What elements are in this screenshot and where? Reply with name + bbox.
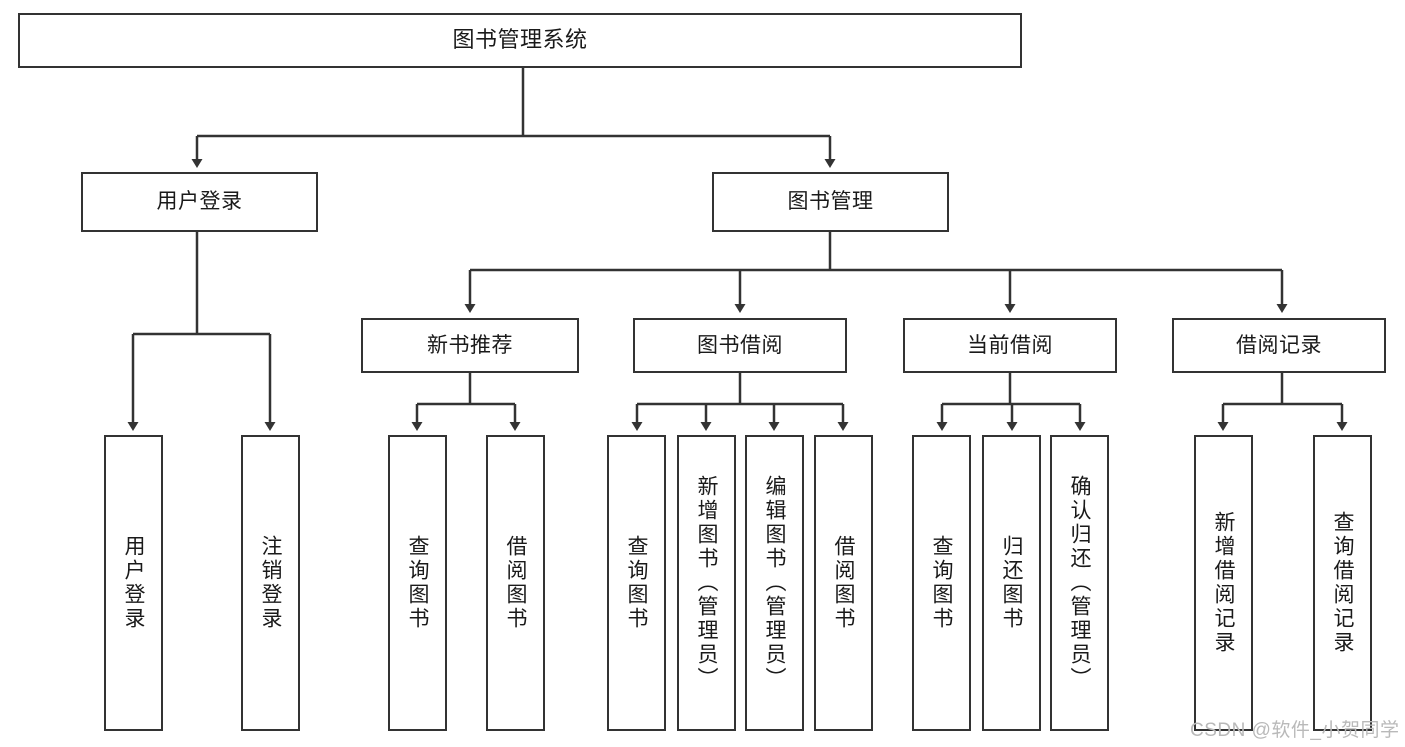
- leaf-confirm-return-admin[interactable]: 确认归还（管理员）: [1050, 435, 1109, 731]
- leaf-query-book-recommend[interactable]: 查询图书: [388, 435, 447, 731]
- node-label: 编辑图书（管理员）: [763, 475, 786, 691]
- node-label: 用户登录: [156, 190, 243, 214]
- node-book-borrow[interactable]: 图书借阅: [633, 318, 847, 373]
- node-label: 归还图书: [1000, 535, 1023, 631]
- leaf-borrow-book-recommend[interactable]: 借阅图书: [486, 435, 545, 731]
- node-label: 查询借阅记录: [1331, 511, 1354, 655]
- node-new-book-recommend[interactable]: 新书推荐: [361, 318, 579, 373]
- node-label: 图书借阅: [697, 333, 783, 357]
- node-label: 当前借阅: [967, 333, 1053, 357]
- node-borrow-records[interactable]: 借阅记录: [1172, 318, 1386, 373]
- node-label: 确认归还（管理员）: [1068, 475, 1091, 691]
- node-label: 用户登录: [122, 535, 145, 631]
- node-label: 图书管理: [787, 190, 874, 214]
- node-label: 借阅记录: [1236, 333, 1322, 357]
- node-label: 查询图书: [930, 535, 953, 631]
- node-book-management[interactable]: 图书管理: [712, 172, 949, 232]
- node-label: 新书推荐: [427, 333, 513, 357]
- node-label: 新增借阅记录: [1212, 511, 1235, 655]
- node-label: 借阅图书: [504, 535, 527, 631]
- node-label: 借阅图书: [832, 535, 855, 631]
- node-current-borrow[interactable]: 当前借阅: [903, 318, 1117, 373]
- node-label: 查询图书: [406, 535, 429, 631]
- leaf-borrow-book[interactable]: 借阅图书: [814, 435, 873, 731]
- leaf-query-book-borrow[interactable]: 查询图书: [607, 435, 666, 731]
- leaf-add-book-admin[interactable]: 新增图书（管理员）: [677, 435, 736, 731]
- watermark-credit: CSDN @软件_小贺同学: [1190, 720, 1400, 741]
- node-label: 新增图书（管理员）: [695, 475, 718, 691]
- leaf-add-borrow-record[interactable]: 新增借阅记录: [1194, 435, 1253, 731]
- leaf-user-login[interactable]: 用户登录: [104, 435, 163, 731]
- leaf-edit-book-admin[interactable]: 编辑图书（管理员）: [745, 435, 804, 731]
- node-label: 图书管理系统: [452, 27, 588, 53]
- leaf-return-book[interactable]: 归还图书: [982, 435, 1041, 731]
- node-root-system[interactable]: 图书管理系统: [18, 13, 1022, 68]
- leaf-user-logout[interactable]: 注销登录: [241, 435, 300, 731]
- node-user-login[interactable]: 用户登录: [81, 172, 318, 232]
- leaf-query-borrow-record[interactable]: 查询借阅记录: [1313, 435, 1372, 731]
- node-label: 查询图书: [625, 535, 648, 631]
- leaf-query-book-current[interactable]: 查询图书: [912, 435, 971, 731]
- node-label: 注销登录: [259, 535, 282, 631]
